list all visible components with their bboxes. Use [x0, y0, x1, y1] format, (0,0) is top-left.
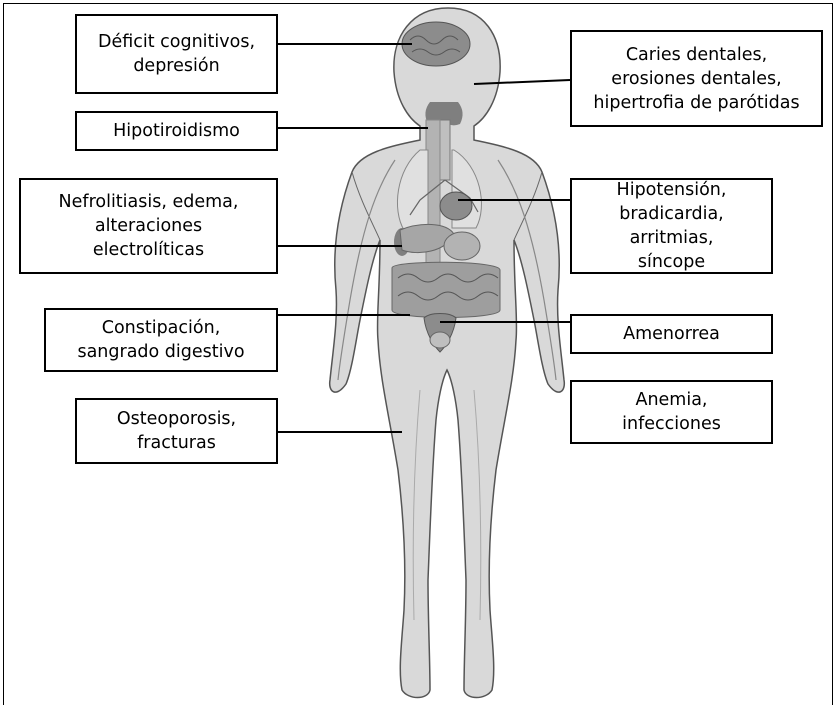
- label-amenorrhea: Amenorrea: [570, 314, 773, 354]
- bladder-icon: [430, 332, 450, 348]
- label-osteoporosis: Osteoporosis, fracturas: [75, 398, 278, 464]
- label-dental: Caries dentales, erosiones dentales, hip…: [570, 30, 823, 127]
- heart-icon: [440, 192, 472, 220]
- label-cardiovascular: Hipotensión, bradicardia, arritmias, sín…: [570, 178, 773, 274]
- trachea: [440, 120, 450, 180]
- label-hypothyroidism: Hipotiroidismo: [75, 111, 278, 151]
- label-renal: Nefrolitiasis, edema, alteraciones elect…: [19, 178, 278, 274]
- label-cognitive-deficit: Déficit cognitivos, depresión: [75, 14, 278, 94]
- stomach-icon: [444, 232, 480, 260]
- intestines-icon: [392, 262, 500, 317]
- label-gastrointestinal: Constipación, sangrado digestivo: [44, 308, 278, 372]
- label-anemia: Anemia, infecciones: [570, 380, 773, 444]
